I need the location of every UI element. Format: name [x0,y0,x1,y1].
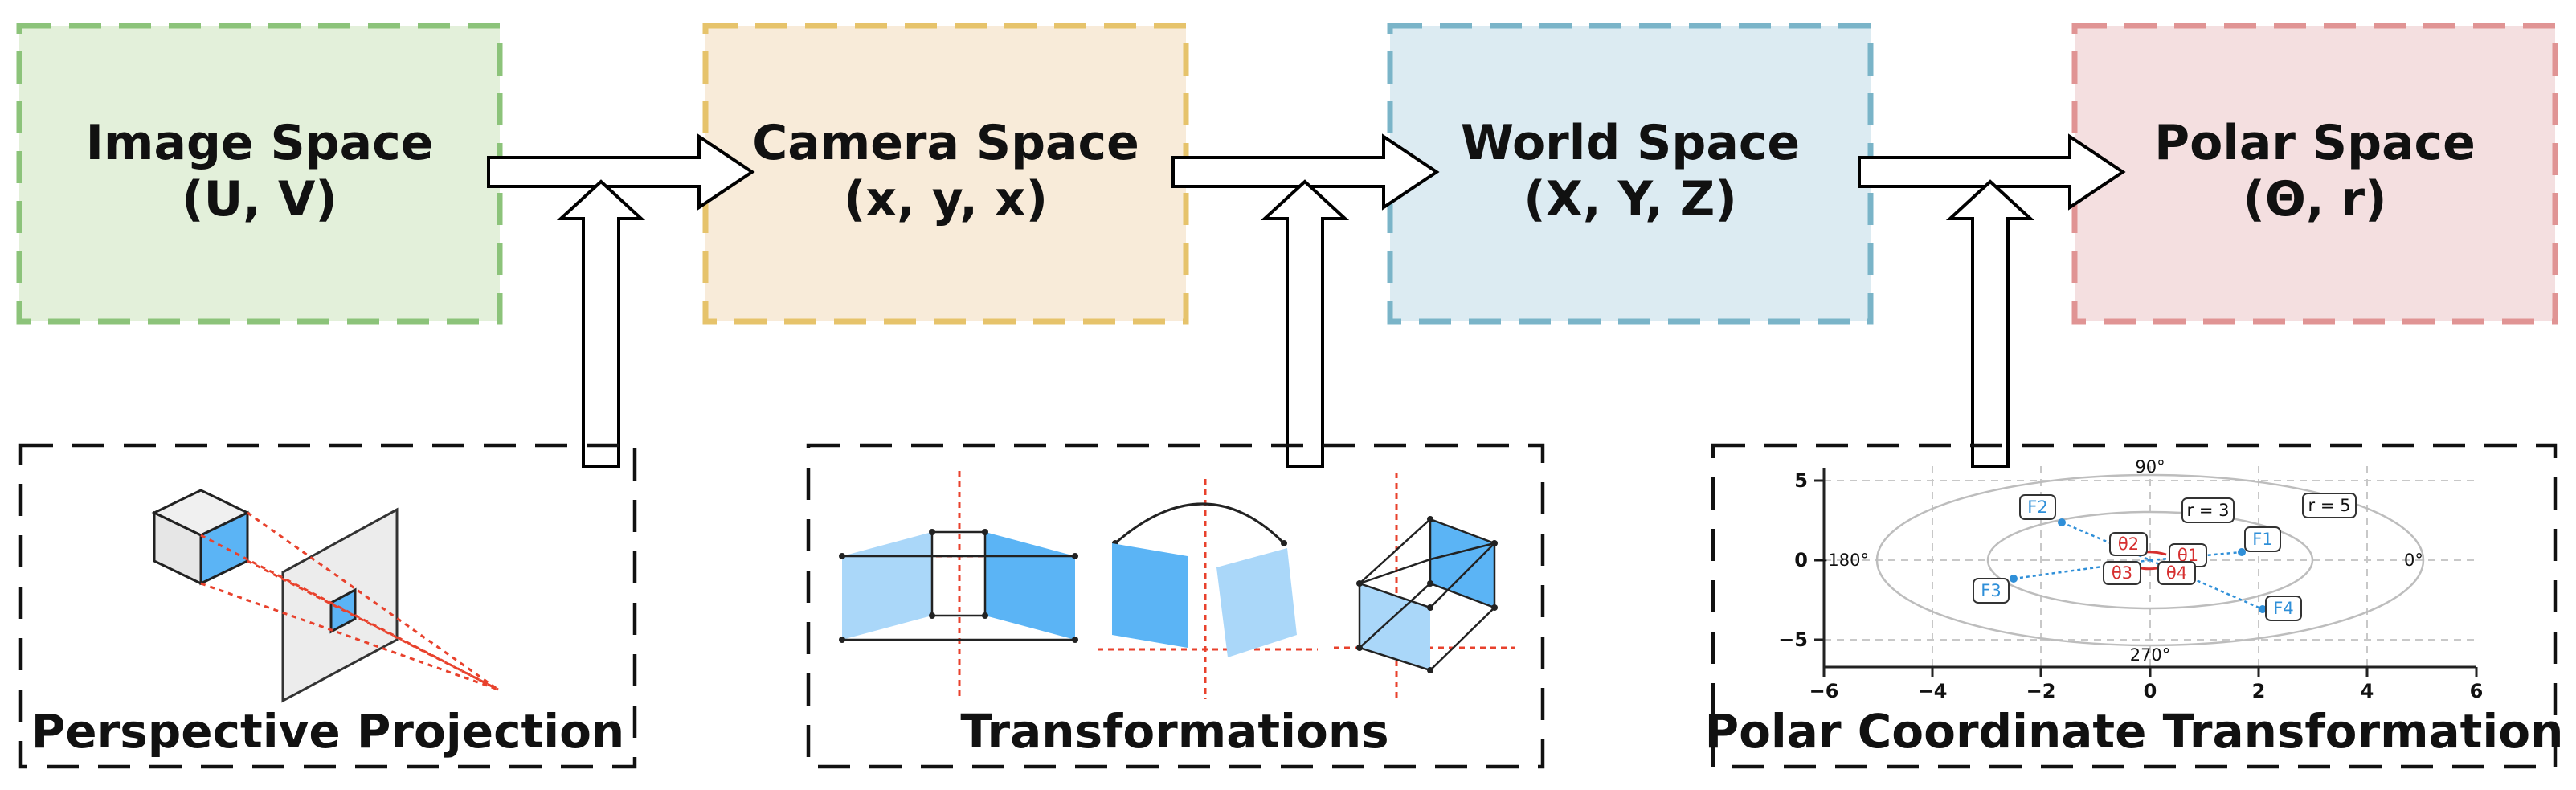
rotation-illustration [1098,479,1318,699]
caption-perspective: Perspective Projection [31,704,624,759]
caption-polar: Polar Coordinate Transformation [1705,704,2564,759]
feature-label-f3: F3 [1981,581,2001,600]
radius-label-3: r = 3 [2187,501,2230,520]
arrow-up-3 [1945,179,2035,468]
translation-illustration [839,471,1078,696]
space-name-polar: Polar Space [2154,115,2476,171]
x-tick-label: 4 [2361,680,2374,702]
space-coords-polar: (Θ, r) [2243,171,2386,227]
y-tick-label: −5 [1778,628,1808,651]
space-box-world: World Space (X, Y, Z) [1387,23,1874,325]
x-tick-label: −2 [2026,680,2056,702]
projection-illustration [1334,473,1515,699]
plot-grid [1824,466,2476,667]
theta-label-2: θ2 [2118,534,2139,554]
x-tick-label: 6 [2470,680,2484,702]
angle-label-90: 90° [2135,457,2165,477]
feature-label-f4: F4 [2273,599,2293,618]
space-box-polar: Polar Space (Θ, r) [2071,23,2558,325]
radius-ellipse-3 [1986,510,2314,610]
space-name-image: Image Space [86,115,434,171]
transformations-panel [806,443,1545,769]
polar-panel [1711,443,2558,769]
x-tick-label: −6 [1809,680,1839,702]
space-coords-world: (X, Y, Z) [1523,171,1737,227]
angle-label-180: −180° [1814,551,1869,570]
theta-label-3: θ3 [2112,563,2132,583]
arrow-right-1 [487,133,755,211]
space-name-camera: Camera Space [752,115,1139,171]
x-tick-label: 2 [2252,680,2266,702]
angle-label-270: 270° [2130,645,2171,665]
perspective-illustration [151,489,499,703]
caption-transformations: Transformations [960,704,1388,759]
space-box-image: Image Space (U, V) [16,23,503,325]
radius-ellipse-5 [1875,473,2425,647]
arrow-up-2 [1260,179,1350,468]
angle-label-0: 0° [2404,551,2423,570]
radius-label-5: r = 5 [2308,496,2351,515]
space-coords-camera: (x, y, x) [844,171,1048,227]
arrow-right-3 [1858,133,2126,211]
x-tick-label: 0 [2144,680,2157,702]
theta-label-4: θ4 [2166,563,2187,583]
arrow-up-1 [556,179,646,468]
space-coords-image: (U, V) [182,171,337,227]
feature-label-f1: F1 [2252,530,2272,549]
perspective-panel [18,443,637,769]
arrow-right-2 [1171,133,1440,211]
feature-label-f2: F2 [2027,497,2047,517]
y-tick-label: 5 [1794,469,1808,492]
polar-plot: −6 −4 −2 0 2 4 6 5 0 −5 90° 270° −180° 0… [1778,457,2483,702]
x-tick-label: −4 [1918,680,1948,702]
space-name-world: World Space [1461,115,1800,171]
y-tick-label: 0 [1794,549,1808,571]
space-box-camera: Camera Space (x, y, x) [702,23,1189,325]
